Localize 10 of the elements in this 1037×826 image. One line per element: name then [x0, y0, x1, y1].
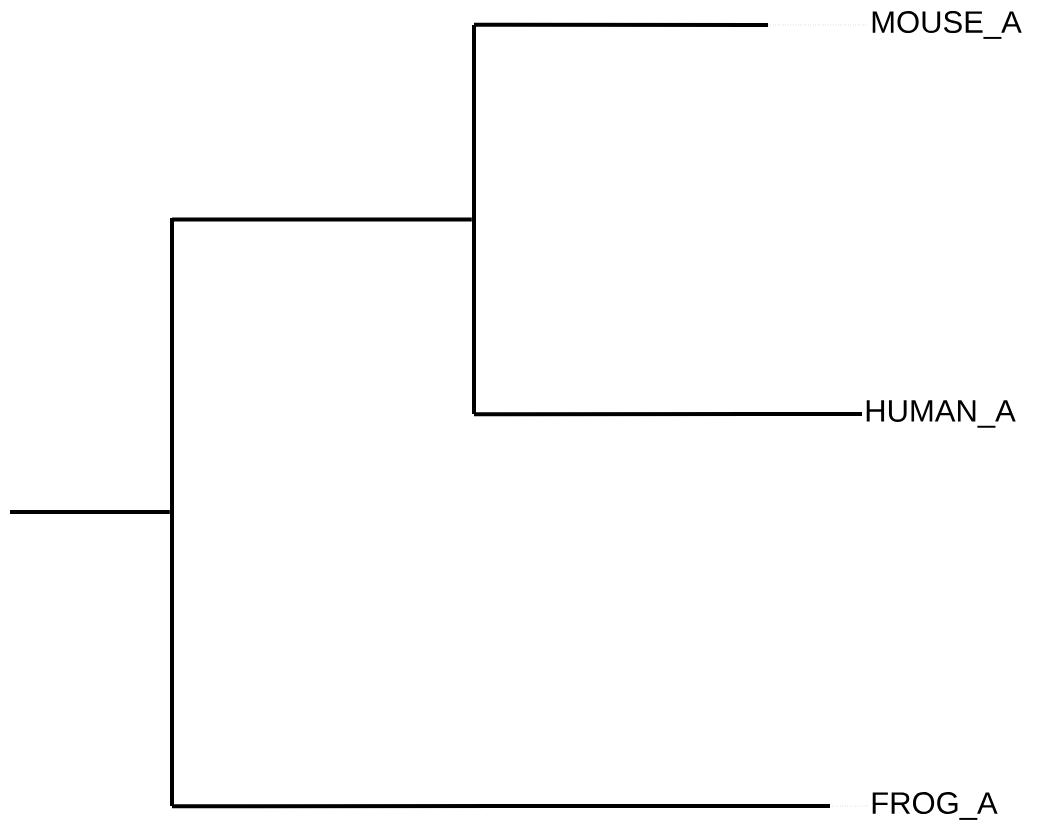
tree-branch [10, 510, 170, 514]
taxon-label: FROG_A [872, 792, 998, 820]
tree-branch [474, 22, 869, 27]
tree-branch [172, 217, 472, 222]
tree-node-bar [472, 25, 476, 414]
taxon-label: MOUSE_A [872, 11, 1022, 39]
taxon-label: HUMAN_A [866, 400, 1016, 428]
tree-node-bar [170, 218, 174, 806]
tree-branch [474, 412, 862, 417]
tree-branch [172, 804, 869, 809]
